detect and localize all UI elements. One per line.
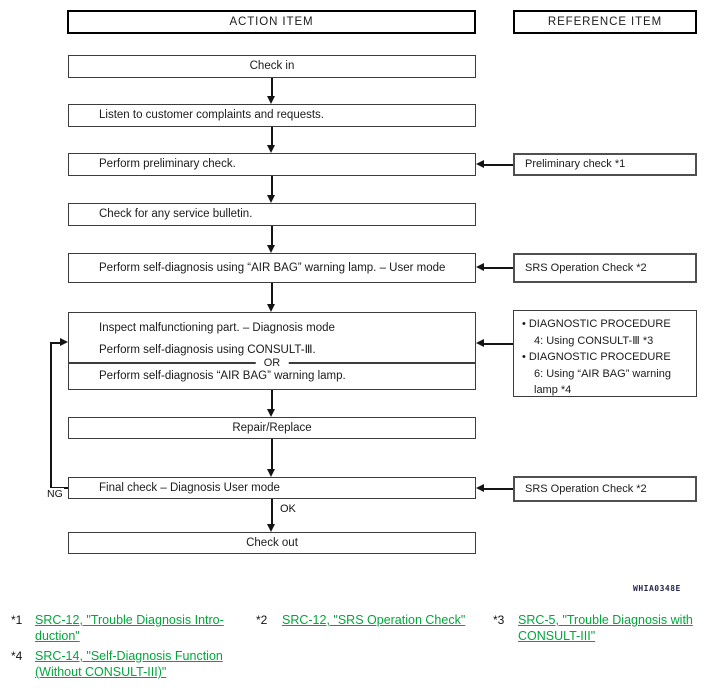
inspect-line-2: Perform self-diagnosis using CONSULT-Ⅲ. xyxy=(99,344,316,356)
arrow-left-icon xyxy=(476,484,484,492)
connector-line xyxy=(271,499,273,525)
diag-line-2: 4: Using CONSULT-Ⅲ *3 xyxy=(534,334,654,347)
connector-line xyxy=(483,343,513,345)
inspect-line-3: Perform self-diagnosis “AIR BAG” warning… xyxy=(99,370,346,382)
arrow-down-icon xyxy=(267,469,275,477)
flow-box-check-in: Check in xyxy=(68,55,476,78)
flow-box-inspect-malfunctioning-part: Inspect malfunctioning part. – Diagnosis… xyxy=(68,312,476,390)
ref-box-srs-operation-check-2: SRS Operation Check *2 xyxy=(513,476,697,502)
arrow-down-icon xyxy=(267,96,275,104)
footnote-link-src14-self-diagnosis-function[interactable]: SRC-14, "Self-Diagnosis Function (Withou… xyxy=(35,649,223,679)
bullet-glyph: • xyxy=(522,318,526,330)
arrow-right-icon xyxy=(60,338,68,346)
diag-line-3: •DIAGNOSTIC PROCEDURE xyxy=(522,351,671,363)
connector-line xyxy=(271,176,273,196)
arrow-left-icon xyxy=(476,263,484,271)
footnote-marker-3: *3 xyxy=(493,613,505,627)
flow-box-check-out: Check out xyxy=(68,532,476,554)
diag-line-1: •DIAGNOSTIC PROCEDURE xyxy=(522,318,671,330)
connector-line xyxy=(271,127,273,146)
arrow-down-icon xyxy=(267,304,275,312)
flow-box-service-bulletin: Check for any service bulletin. xyxy=(68,203,476,226)
flow-box-listen: Listen to customer complaints and reques… xyxy=(68,104,476,127)
flow-box-self-diagnosis-user-mode: Perform self-diagnosis using “AIR BAG” w… xyxy=(68,253,476,283)
connector-line xyxy=(483,488,513,490)
connector-line xyxy=(271,283,273,305)
connector-line xyxy=(271,78,273,97)
ref-box-diagnostic-procedures: •DIAGNOSTIC PROCEDURE 4: Using CONSULT-Ⅲ… xyxy=(513,310,697,397)
ng-loop-bottom-line xyxy=(50,487,68,489)
flow-box-repair-replace: Repair/Replace xyxy=(68,417,476,439)
ng-loop-vertical-line xyxy=(50,342,52,488)
arrow-down-icon xyxy=(267,195,275,203)
arrow-down-icon xyxy=(267,145,275,153)
ref-box-preliminary-check: Preliminary check *1 xyxy=(513,153,697,176)
connector-line xyxy=(271,226,273,246)
ref-box-srs-operation-check-1: SRS Operation Check *2 xyxy=(513,253,697,283)
footnote-link-src5-trouble-diagnosis-consult[interactable]: SRC-5, "Trouble Diagnosis with CONSULT-I… xyxy=(518,613,693,643)
footnote-marker-4: *4 xyxy=(11,649,23,663)
diag-line-5: lamp *4 xyxy=(534,384,572,396)
ok-edge-label: OK xyxy=(279,503,297,515)
arrow-down-icon xyxy=(267,409,275,417)
arrow-left-icon xyxy=(476,339,484,347)
reference-item-header: REFERENCE ITEM xyxy=(513,10,697,34)
ng-edge-label: NG xyxy=(46,488,64,500)
figure-code: WHIA0348E xyxy=(633,584,681,593)
footnote-link-src12-srs-operation-check[interactable]: SRC-12, "SRS Operation Check" xyxy=(282,613,466,627)
ng-loop-top-line xyxy=(50,342,60,344)
connector-line xyxy=(271,390,273,410)
footnote-marker-1: *1 xyxy=(11,613,23,627)
action-item-header: ACTION ITEM xyxy=(67,10,476,34)
diag-line-4: 6: Using “AIR BAG” warning xyxy=(534,367,671,380)
arrow-down-icon xyxy=(267,245,275,253)
bullet-glyph: • xyxy=(522,351,526,363)
inspect-line-1: Inspect malfunctioning part. – Diagnosis… xyxy=(99,322,335,334)
or-label: OR xyxy=(255,356,289,369)
footnote-marker-2: *2 xyxy=(256,613,268,627)
arrow-down-icon xyxy=(267,524,275,532)
or-divider: OR xyxy=(69,356,475,369)
flow-box-final-check: Final check – Diagnosis User mode xyxy=(68,477,476,499)
connector-line xyxy=(483,164,513,166)
connector-line xyxy=(483,267,513,269)
flow-box-preliminary-check: Perform preliminary check. xyxy=(68,153,476,176)
footnote-link-src12-trouble-diagnosis[interactable]: SRC-12, "Trouble Diagnosis Intro- ductio… xyxy=(35,613,224,643)
arrow-left-icon xyxy=(476,160,484,168)
connector-line xyxy=(271,439,273,470)
